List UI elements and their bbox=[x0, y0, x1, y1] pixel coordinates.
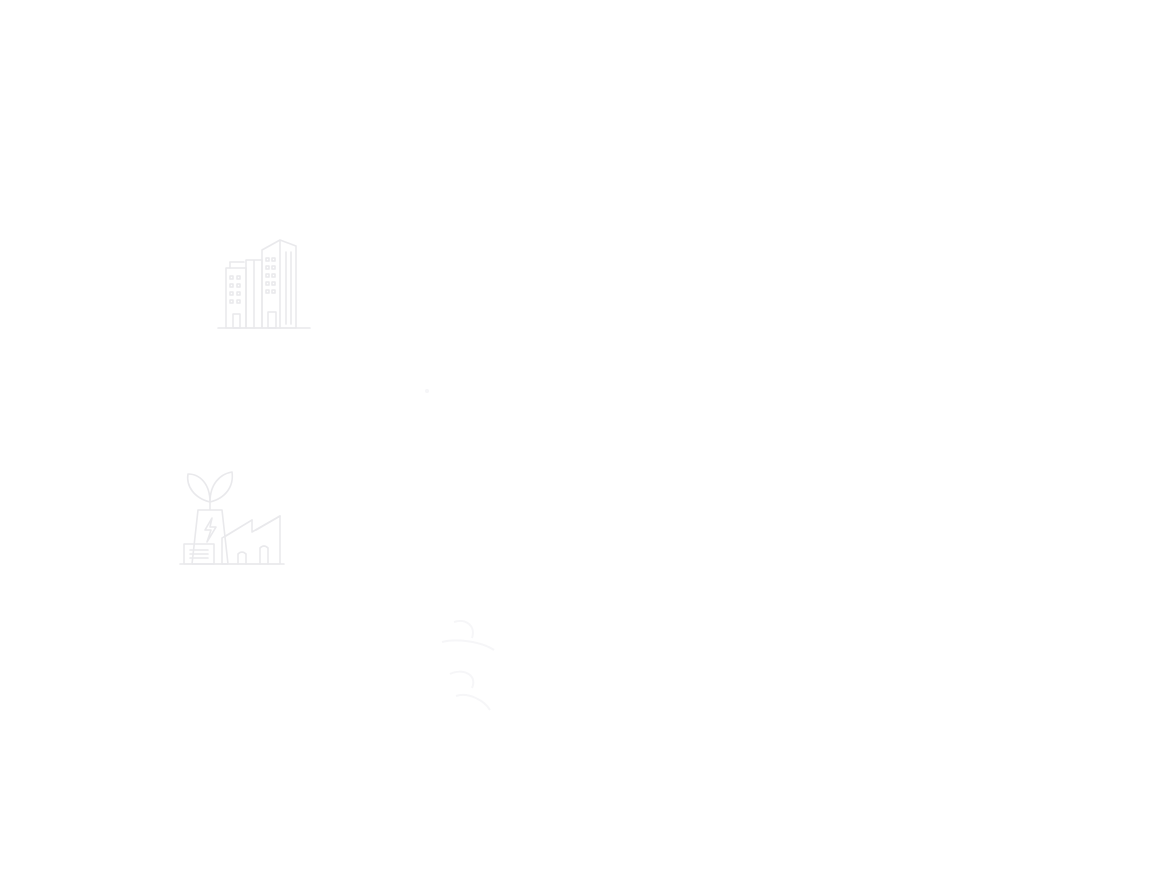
faint-decoration-mark bbox=[420, 386, 434, 396]
green-power-plant-icon bbox=[176, 466, 288, 574]
faint-decoration-cluster bbox=[432, 612, 512, 722]
office-building-icon bbox=[210, 232, 318, 336]
